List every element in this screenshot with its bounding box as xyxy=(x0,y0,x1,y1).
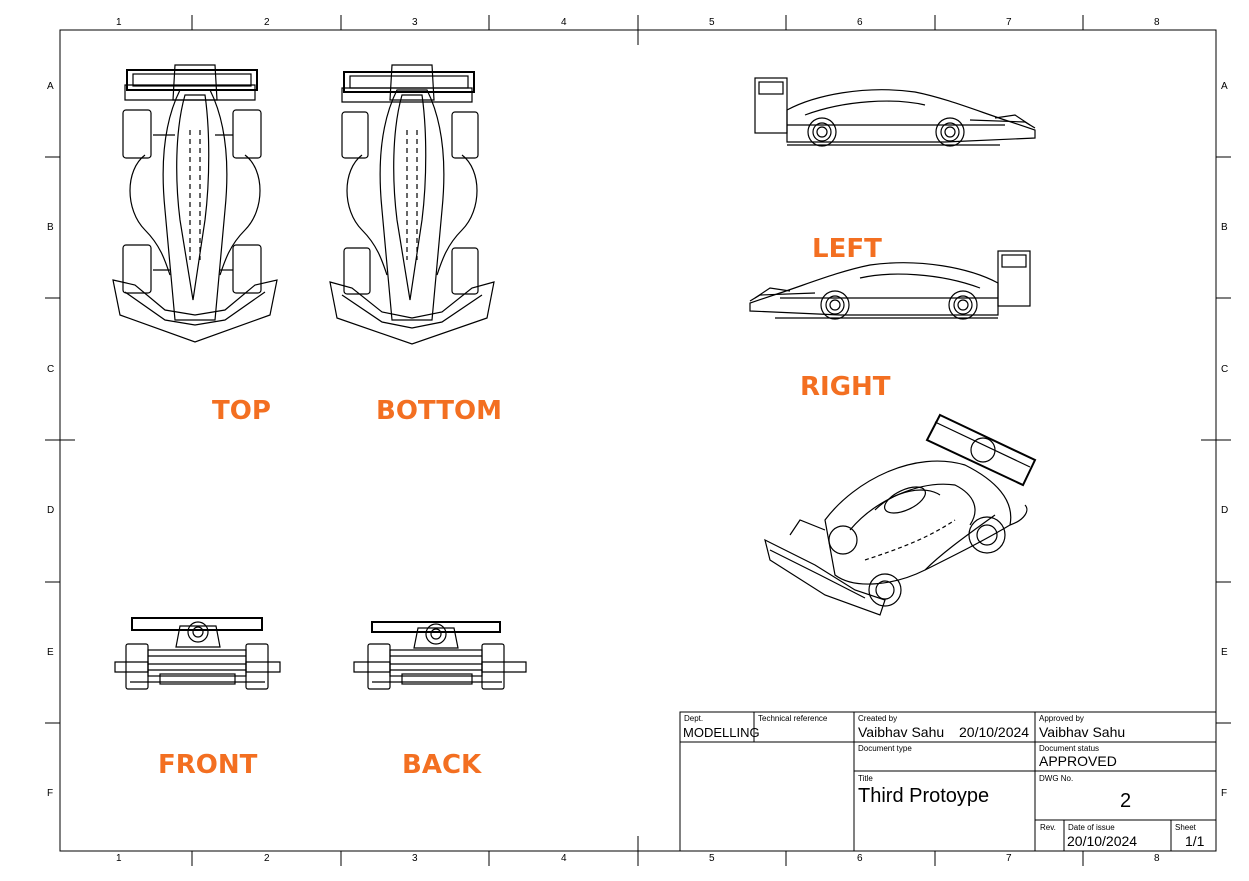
doc-status-label: Document status xyxy=(1039,744,1100,753)
drawing-title: Third Protoype xyxy=(858,785,990,807)
view-label-front: FRONT xyxy=(158,750,258,780)
column-number: 4 xyxy=(561,17,567,28)
top-view-drawing xyxy=(112,64,278,343)
doc-status-value: APPROVED xyxy=(1039,753,1117,769)
column-number: 8 xyxy=(1154,853,1160,864)
right-view-drawing xyxy=(749,250,1031,320)
sheet-label: Sheet xyxy=(1175,823,1196,832)
view-label-left: LEFT xyxy=(812,234,882,264)
row-letter: F xyxy=(47,788,54,799)
column-number: 2 xyxy=(264,17,270,28)
row-letter: A xyxy=(1221,81,1228,92)
row-letter: A xyxy=(47,81,54,92)
column-number: 7 xyxy=(1006,17,1012,28)
column-number: 4 xyxy=(561,853,567,864)
column-number: 3 xyxy=(412,853,418,864)
row-letter: D xyxy=(47,505,55,516)
title-label: Title xyxy=(858,774,873,783)
isometric-view-drawing xyxy=(764,413,1037,616)
column-number: 1 xyxy=(116,853,122,864)
view-label-top: TOP xyxy=(212,396,271,426)
row-letter: B xyxy=(47,222,54,233)
back-view-drawing xyxy=(353,621,527,690)
row-letter: E xyxy=(47,647,54,658)
row-letter: C xyxy=(1221,364,1229,375)
issue-date-label: Date of issue xyxy=(1068,823,1115,832)
row-letter: F xyxy=(1221,788,1228,799)
view-label-back: BACK xyxy=(402,750,482,780)
left-view-drawing xyxy=(754,77,1036,147)
bottom-view-drawing xyxy=(329,64,495,345)
row-letter: C xyxy=(47,364,55,375)
view-label-right: RIGHT xyxy=(800,372,891,402)
front-view-drawing xyxy=(114,617,281,690)
created-by-label: Created by xyxy=(858,714,898,723)
column-number: 1 xyxy=(116,17,122,28)
row-letter: B xyxy=(1221,222,1228,233)
column-number: 6 xyxy=(857,17,863,28)
rev-label: Rev. xyxy=(1040,823,1056,832)
dwg-no-label: DWG No. xyxy=(1039,774,1074,783)
approved-by-label: Approved by xyxy=(1039,714,1084,723)
row-letter: D xyxy=(1221,505,1229,516)
view-label-bottom: BOTTOM xyxy=(376,396,502,426)
dwg-no-value: 2 xyxy=(1120,790,1132,812)
column-number: 8 xyxy=(1154,17,1160,28)
dept-label: Dept. xyxy=(684,714,704,723)
column-number: 3 xyxy=(412,17,418,28)
created-by-value: Vaibhav Sahu xyxy=(858,724,945,740)
issue-date-value: 20/10/2024 xyxy=(1067,833,1138,849)
row-letter: E xyxy=(1221,647,1228,658)
dept-value: MODELLING xyxy=(683,725,760,740)
column-number: 7 xyxy=(1006,853,1012,864)
created-date-value: 20/10/2024 xyxy=(959,724,1030,740)
column-number: 6 xyxy=(857,853,863,864)
column-number: 5 xyxy=(709,853,715,864)
approved-by-value: Vaibhav Sahu xyxy=(1039,724,1126,740)
sheet-value: 1/1 xyxy=(1185,833,1205,849)
column-number: 5 xyxy=(709,17,715,28)
doc-type-label: Document type xyxy=(858,744,912,753)
column-number: 2 xyxy=(264,853,270,864)
tech-ref-label: Technical reference xyxy=(758,714,828,723)
